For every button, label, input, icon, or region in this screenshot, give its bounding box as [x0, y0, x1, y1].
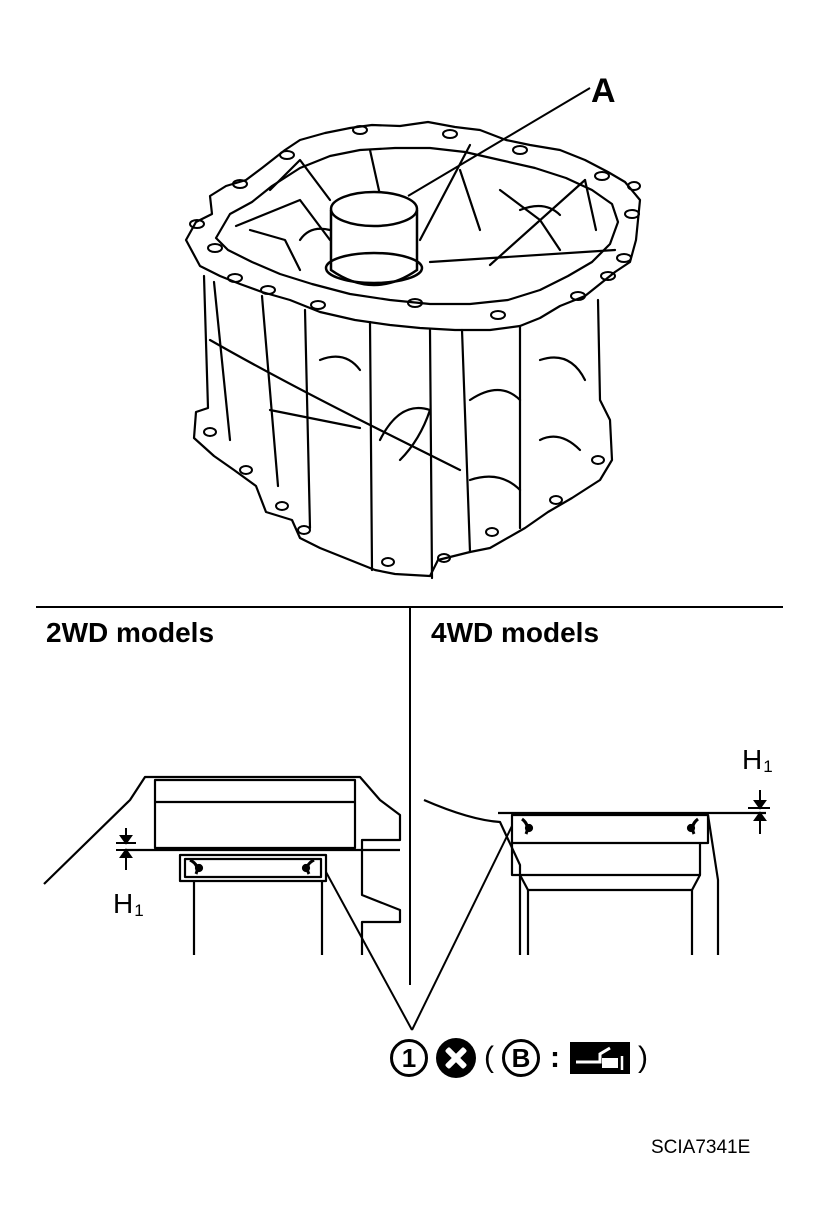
h1-label-main: H	[742, 744, 763, 775]
2wd-cross-section	[43, 775, 402, 955]
callout-a-label: A	[591, 72, 616, 110]
4wd-cross-section	[423, 798, 766, 955]
h1-label-sub: 1	[134, 901, 144, 920]
legend-close-paren: )	[638, 1041, 648, 1074]
seal-installer-tool	[324, 190, 424, 287]
4wd-models-title: 4WD models	[431, 617, 600, 648]
legend-colon: :	[550, 1041, 560, 1074]
h1-dimension-right	[748, 790, 770, 834]
letter-badge: B	[502, 1039, 540, 1077]
drift-tool-icon	[570, 1042, 630, 1074]
figure-id: SCIA7341E	[651, 1137, 751, 1158]
seal-legend: 1 ( B : )	[390, 1036, 648, 1080]
seal-leader-lines	[325, 825, 513, 1031]
h1-label-sub: 1	[763, 757, 773, 776]
2wd-models-title: 2WD models	[46, 617, 215, 648]
h1-label-main: H	[113, 888, 134, 919]
h1-label-left: H1	[113, 888, 144, 921]
h1-label-right: H1	[742, 744, 773, 777]
callout-a-leader	[407, 87, 591, 197]
number-badge: 1	[390, 1039, 428, 1077]
h1-dimension-left	[116, 828, 136, 870]
legend-open-paren: (	[484, 1041, 494, 1074]
case-housing-illustration	[184, 120, 642, 580]
do-not-reuse-icon	[436, 1038, 476, 1078]
